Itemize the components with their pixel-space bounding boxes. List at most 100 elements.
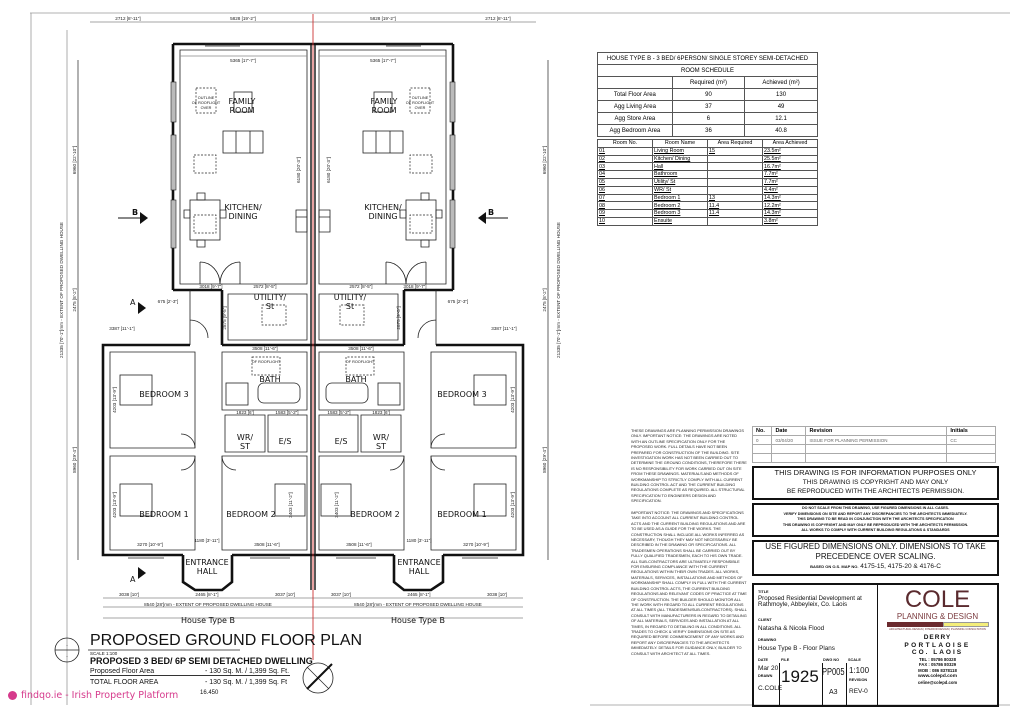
dimension-label: 3508 [11'-6"]	[254, 542, 279, 547]
watermark-text: findqo.ie - Irish Property Platform	[21, 690, 179, 701]
dimension-label: 5828 [19'-2"]	[230, 16, 256, 21]
room-label: FAMILY	[229, 97, 256, 106]
dimension-label: 1583 [5'-2"]	[275, 410, 298, 415]
website-link[interactable]: www.colepd.com	[917, 674, 957, 679]
dimension-labels: 2712 [8'-11"] 5828 [19'-2"] 5828 [19'-2"…	[109, 16, 516, 625]
section-marker-a-bottom: A	[130, 567, 146, 584]
notice-line: THIS DRAWING IS COPYRIGHT AND MAY ONLY B…	[782, 522, 969, 527]
rooflight-labels: OUTLINE OF ROOFLIGHT OVER OUTLINE OF ROO…	[192, 96, 435, 364]
room-label: HALL	[197, 567, 218, 576]
marker-label: -	[66, 643, 68, 648]
company-services: ARCHITECTURAL DESIGN | INTERIOR DESIGN |…	[889, 628, 986, 631]
dimension-label: 4203 [13'-9"]	[112, 387, 117, 413]
north-arrow-icon	[302, 662, 334, 694]
company-name: COLE	[904, 586, 971, 613]
header-cell: Room Name	[652, 139, 708, 148]
room-label: BEDROOM 3	[437, 390, 486, 399]
cell: Hall	[652, 162, 708, 172]
room-label: BEDROOM 2	[226, 510, 275, 519]
header-cell: Initials	[946, 426, 996, 436]
email-link[interactable]: celine@colepd.com	[917, 680, 958, 685]
scale-label: SCALE	[848, 658, 861, 662]
section-label: A	[130, 575, 136, 584]
cell: 25.5m²	[762, 154, 818, 164]
address-line: PORTLAOISE	[904, 641, 971, 649]
total-area-label: TOTAL FLOOR AREA	[90, 679, 159, 686]
level-label: 16.450	[200, 690, 219, 696]
dimension-label: 8960 [29'-4"]	[72, 447, 77, 473]
header-cell: Revision	[805, 426, 948, 436]
dimension-label: 3037 [10']	[331, 592, 351, 597]
cell: 12.1	[744, 112, 818, 125]
cell: 37	[671, 100, 746, 113]
dimension-label: 8540 [28']mm - EXTENT OF PROPOSED DWELLI…	[144, 602, 272, 607]
sheet-size: A3	[829, 689, 838, 696]
client-name: Natasha & Nicola Flood	[758, 625, 825, 632]
room-label: BEDROOM 1	[437, 510, 486, 519]
room-labels-right: FAMILY ROOM KITCHEN/ DINING UTILITY/ St …	[334, 97, 487, 576]
room-label: ENTRANCE	[397, 558, 440, 567]
date-value: Mar 20	[758, 665, 779, 672]
dimension-label: 2465 [8'-1"]	[195, 592, 218, 597]
dimension-label: 3403 [11'-2"]	[334, 492, 339, 517]
dimension-label: 3018 [9'-7"]	[199, 284, 222, 289]
cell: 14.3m²	[762, 209, 818, 218]
findqo-logo-icon	[8, 691, 17, 700]
room-label: E/S	[279, 437, 292, 446]
proposed-area-label: Proposed Floor Area	[90, 668, 155, 675]
watermark: findqo.ie - Irish Property Platform	[8, 690, 178, 701]
notice-line: USE FIGURED DIMENSIONS ONLY. DIMENSIONS …	[765, 542, 986, 551]
rooflight-label: OVER	[415, 106, 426, 110]
cell: 11.4	[707, 209, 763, 218]
room-label: KITCHEN/	[224, 203, 262, 212]
rooflight-label: OF ROOFLIGHT	[346, 360, 375, 364]
cell: Bedroom 1	[652, 193, 708, 203]
dimension-label: 1823 [6']	[372, 410, 389, 415]
room-label: St	[346, 302, 354, 311]
dimension-label: 3387 [11'-1"]	[491, 326, 516, 331]
dimension-label: 3018 [9'-7"]	[403, 284, 426, 289]
dimension-label: 4203 [13'-9"]	[510, 492, 515, 518]
cell: 06	[597, 185, 653, 195]
room-label: ST	[376, 442, 386, 451]
dimension-label: 6960 [22'-10"]	[72, 146, 77, 174]
section-label: B	[132, 208, 138, 217]
cell: 0	[751, 435, 773, 445]
unit-right	[311, 20, 538, 620]
room-label: BEDROOM 1	[139, 510, 188, 519]
cell: 13	[707, 193, 763, 203]
room-label: DINING	[368, 212, 397, 221]
room-label: KITCHEN/	[364, 203, 402, 212]
proposed-area-value: - 130 Sq. M. / 1,399 Sq. Ft.	[205, 668, 290, 675]
title-block: TITLE Proposed Residential Development a…	[752, 583, 999, 707]
house-type-label: House Type B	[181, 616, 235, 625]
sheet-border	[30, 12, 1010, 706]
header-cell: Area Required	[707, 139, 763, 148]
room-label: BATH	[345, 375, 366, 384]
cell: CC	[946, 435, 996, 445]
section-marker-b-right: B	[478, 208, 508, 224]
section-label: B	[488, 208, 494, 217]
room-label: ST	[240, 442, 250, 451]
cell: 14.3m²	[762, 193, 818, 203]
dimension-label: 5365 [17'-7"]	[370, 58, 396, 63]
cell	[707, 170, 763, 179]
cell: 03	[597, 162, 653, 172]
cell: 11.4	[707, 201, 763, 211]
dimension-label: 4203 [13'-9"]	[510, 387, 515, 413]
cell: Utility/ St	[652, 177, 708, 187]
dimension-label: 3270 [10'-9"]	[137, 542, 163, 547]
figured-dimensions-notice: USE FIGURED DIMENSIONS ONLY. DIMENSIONS …	[752, 540, 999, 576]
dimension-label: 1180 [3'-11"]	[406, 538, 431, 543]
dimension-label: 8540 [28']mm - EXTENT OF PROPOSED DWELLI…	[354, 602, 482, 607]
cell: 05	[597, 177, 653, 187]
